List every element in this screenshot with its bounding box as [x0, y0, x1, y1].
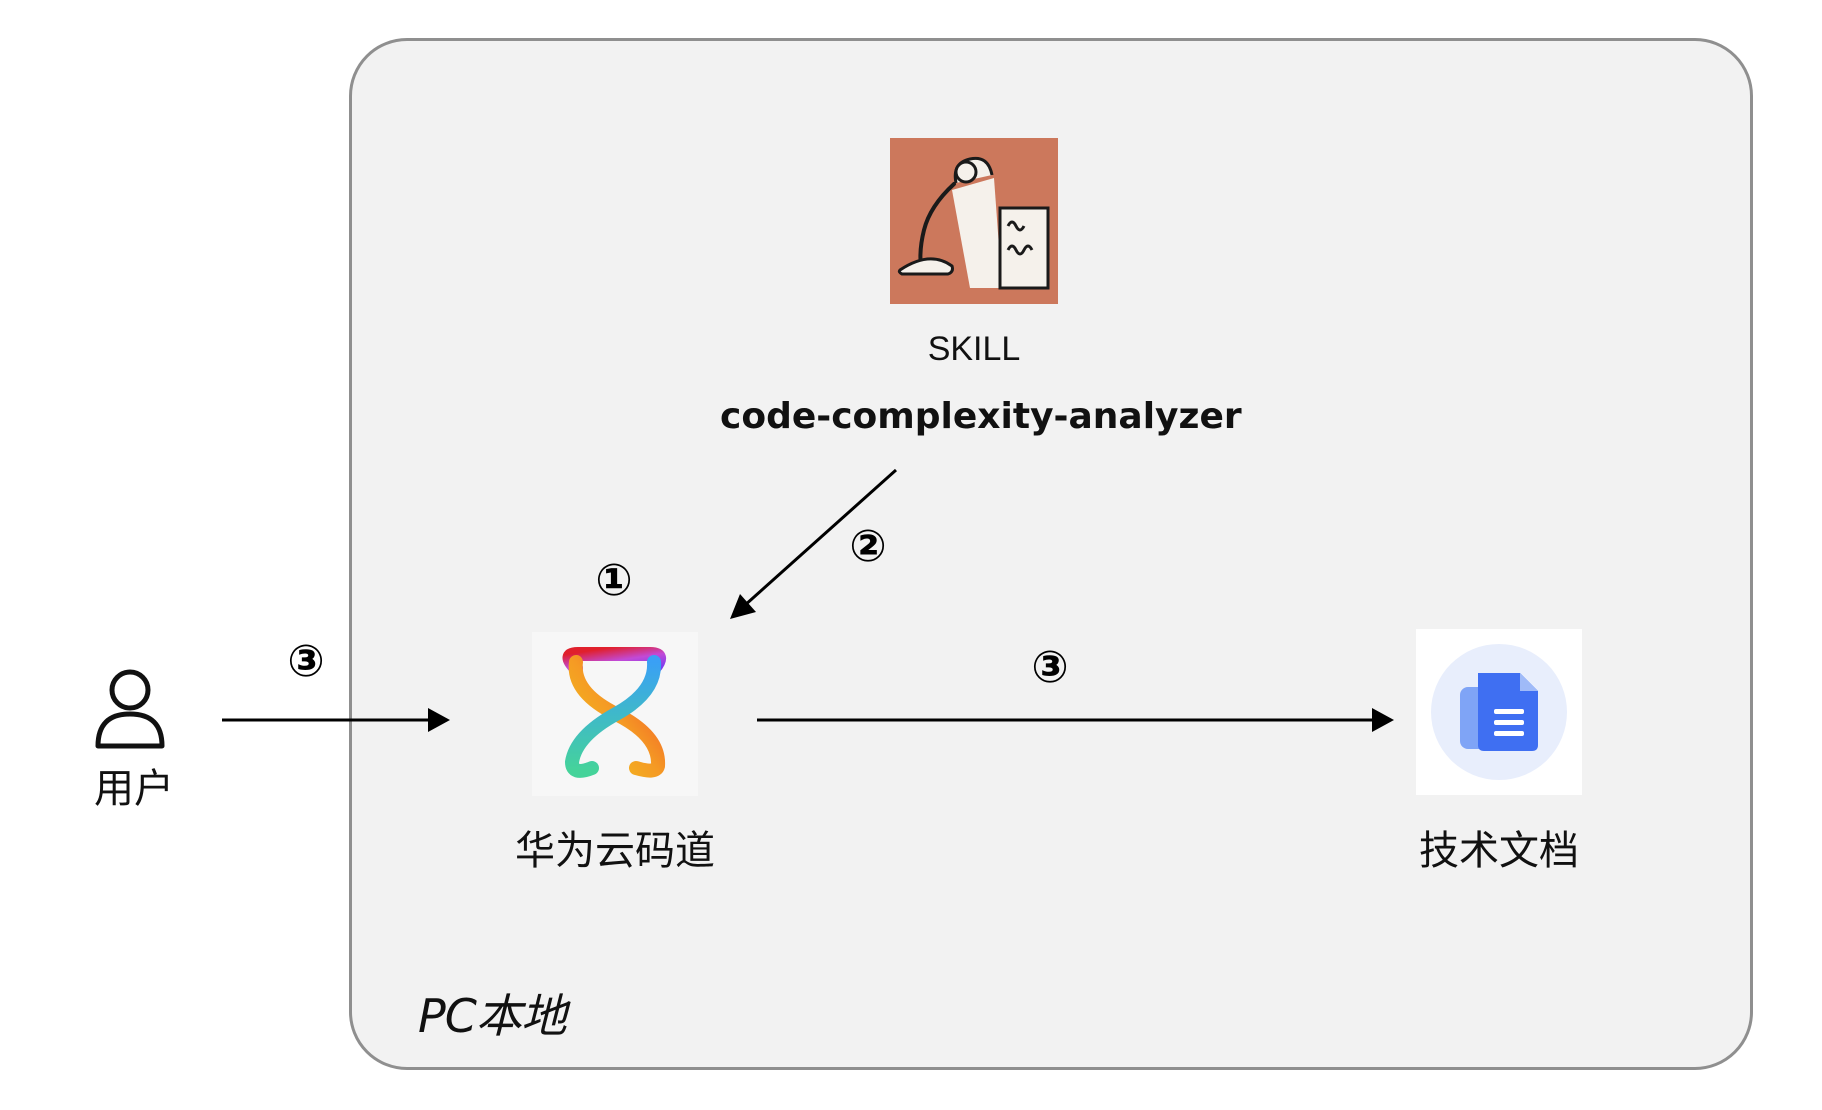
codearts-logo-art: [532, 632, 698, 796]
codearts-logo-icon: [532, 632, 698, 796]
codearts-to-document-arrowhead: [1372, 708, 1394, 732]
user-to-codearts-arrowhead: [428, 708, 450, 732]
skill-name: code-complexity-analyzer: [720, 396, 1242, 437]
skill-title: SKILL: [927, 330, 1021, 368]
skill-to-codearts-arrow: [742, 468, 898, 608]
step-marker-document: ③: [1031, 642, 1069, 693]
document-label: 技术文档: [1419, 828, 1579, 874]
step-marker-codearts: ①: [595, 555, 633, 606]
person-icon: [92, 668, 168, 750]
pc-local-label: PC本地: [418, 989, 567, 1043]
user-label: 用户: [94, 766, 174, 812]
skill-to-codearts-arrowhead: [730, 594, 756, 619]
document-icon-art: [1416, 629, 1582, 795]
step-marker-skill: ②: [849, 521, 887, 572]
desk-lamp-document-icon: [890, 138, 1058, 304]
document-icon: [1416, 629, 1582, 795]
step-marker-user: ③: [287, 636, 325, 687]
skill-icon-art: [890, 138, 1058, 304]
person-icon-art: [95, 669, 165, 749]
codearts-label: 华为云码道: [515, 828, 715, 874]
